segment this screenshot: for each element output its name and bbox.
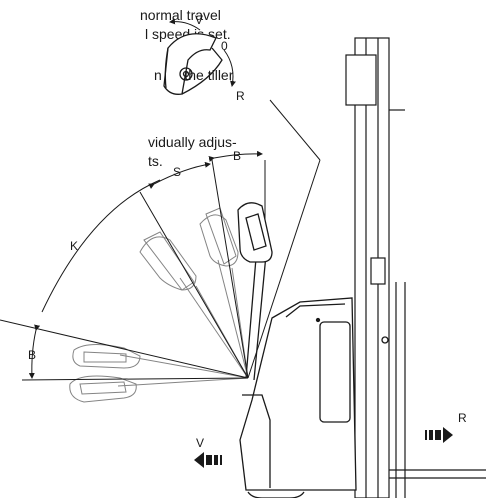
label-zero: 0	[221, 39, 228, 53]
label-s: S	[173, 165, 182, 179]
angle-lines	[0, 99, 321, 381]
handle-detail	[163, 33, 223, 95]
arrow-r-icon	[425, 427, 453, 443]
truck-body	[239, 297, 389, 498]
arrow-v-icon	[194, 452, 222, 468]
label-r-bottom: R	[458, 411, 467, 425]
label-b-left: B	[28, 348, 37, 362]
label-v-bottom: V	[196, 436, 205, 450]
mast	[345, 37, 486, 498]
tiller-arm-main	[237, 202, 273, 381]
tiller-ghost-positions	[69, 207, 249, 403]
label-k: K	[70, 239, 79, 253]
text-line-4: vidually adjus-	[148, 134, 237, 150]
text-line-1: normal travel	[140, 7, 221, 23]
label-b-top: B	[233, 149, 242, 163]
label-r-top: R	[236, 89, 245, 103]
label-v-top: V	[195, 13, 204, 27]
